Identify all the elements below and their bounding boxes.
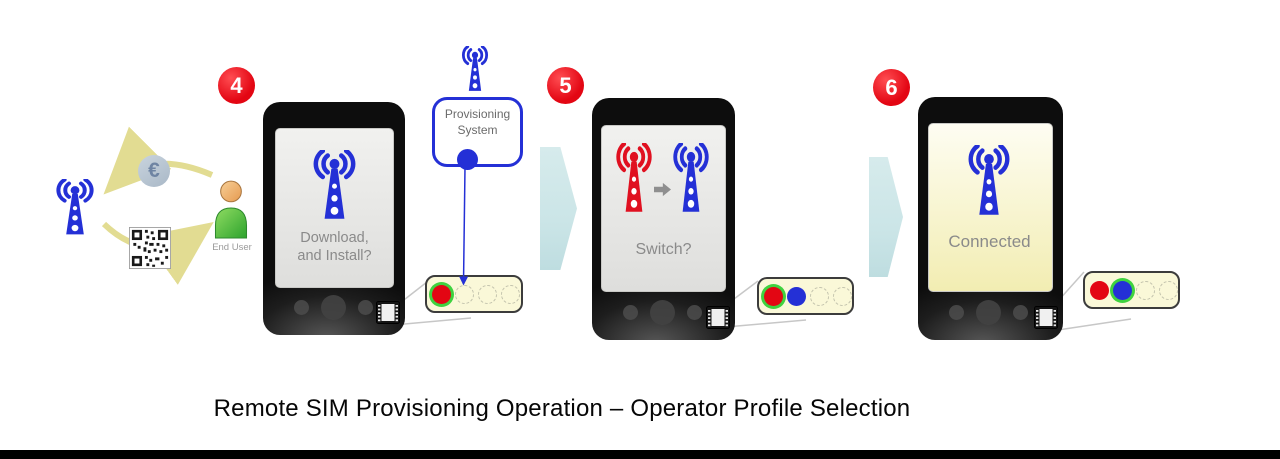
phone-6-screen-text: Connected — [926, 231, 1053, 252]
old-operator-antenna-icon — [615, 143, 653, 215]
step-badge-5: 5 — [547, 67, 584, 104]
slide-bottom-bar — [0, 450, 1280, 459]
euro-symbol: € — [148, 159, 160, 182]
screen-line: and Install? — [297, 248, 372, 265]
sim-slot-empty — [455, 284, 474, 304]
provisioning-label-line: System — [457, 122, 498, 137]
sim-slot-blue — [787, 286, 806, 306]
provisioning-label-line: Provisioning — [444, 107, 511, 121]
diagram-caption: Remote SIM Provisioning Operation – Oper… — [213, 395, 911, 422]
sim-chip-icon — [706, 306, 730, 329]
provisioning-system-box: Provisioning System — [432, 97, 523, 170]
screen-line: Switch? — [635, 241, 692, 258]
sim-slot-blue-ring — [1113, 280, 1132, 300]
network-antenna-icon — [312, 150, 357, 222]
phone-home-button — [976, 300, 1001, 325]
phone-step-6: Connected — [918, 97, 1063, 340]
provisioning-antenna-icon — [461, 46, 489, 93]
sim-slot-empty — [1159, 280, 1178, 300]
sim-slot-red — [1090, 280, 1109, 300]
screen-line: Download, — [300, 230, 369, 246]
qr-code-icon — [129, 227, 171, 269]
sim-slot-empty — [810, 286, 829, 306]
sim-slot-empty — [833, 286, 852, 306]
phone-step-4: Download, and Install? — [263, 102, 405, 335]
phone-button — [294, 300, 309, 315]
new-operator-antenna-icon — [672, 143, 710, 215]
screen-line: Connected — [948, 232, 1031, 251]
sim-tray-step-5 — [757, 277, 854, 315]
sim-tray-step-4 — [425, 275, 523, 313]
step-number: 6 — [885, 74, 898, 100]
sim-slot-empty — [501, 284, 520, 304]
step-number: 4 — [230, 72, 243, 98]
phone-home-button — [650, 300, 675, 325]
flow-arrow-5-to-6 — [869, 157, 903, 277]
step-badge-6: 6 — [873, 69, 910, 106]
sim-slot-empty — [478, 284, 497, 304]
flow-arrow-4-to-5 — [540, 147, 577, 270]
end-user-icon — [214, 180, 248, 239]
connected-antenna-icon — [967, 145, 1011, 218]
phone-button — [949, 305, 964, 320]
phone-home-button — [321, 295, 346, 320]
sim-slot-empty — [1136, 280, 1155, 300]
phone-step-5: Switch? — [592, 98, 735, 340]
phone-4-screen-text: Download, and Install? — [271, 229, 398, 265]
sim-chip-icon — [376, 301, 400, 324]
operator-antenna-icon — [56, 179, 94, 237]
phone-button — [623, 305, 638, 320]
euro-coin-icon: € — [138, 155, 170, 187]
step-number: 5 — [559, 72, 572, 98]
phone-5-screen-text: Switch? — [600, 240, 727, 260]
sim-slot-red-ring — [764, 286, 783, 306]
phone-button — [1013, 305, 1028, 320]
step-badge-4: 4 — [218, 67, 255, 104]
sim-chip-icon — [1034, 306, 1058, 329]
sim-tray-step-6 — [1083, 271, 1180, 309]
phone-button — [687, 305, 702, 320]
provisioning-node-dot — [457, 149, 478, 170]
end-user-label: End User — [212, 242, 252, 253]
sim-slot-red-ring — [432, 284, 451, 304]
provisioning-system-label: Provisioning System — [435, 107, 520, 138]
phone-button — [358, 300, 373, 315]
